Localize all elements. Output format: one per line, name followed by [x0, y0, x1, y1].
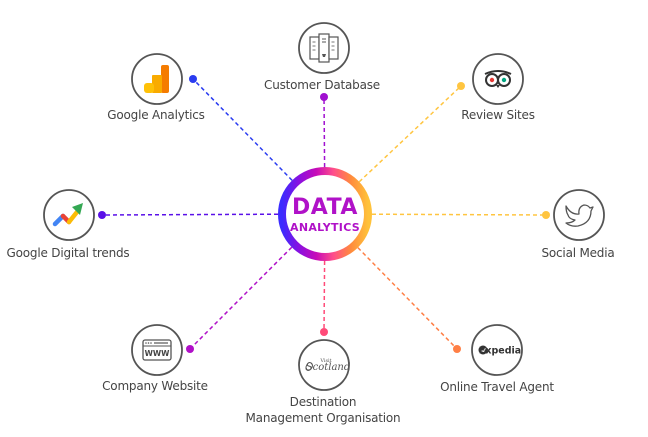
online-travel-agent-label: Online Travel Agent: [440, 379, 554, 395]
online-travel-agent-label-line: Online Travel Agent: [440, 380, 554, 394]
customer-database-label: Customer Database: [264, 77, 380, 93]
social-media-node: [553, 189, 605, 241]
customer-database-connector: [323, 96, 326, 168]
hub-title: DATA: [292, 195, 358, 220]
trend-arrow-icon: [52, 203, 83, 227]
destination-management-circle: [298, 339, 350, 391]
tripadvisor-owl-icon: [484, 70, 512, 88]
online-travel-agent-connector: [357, 247, 458, 350]
google-analytics-dot: [189, 75, 197, 83]
social-media-label: Social Media: [541, 245, 614, 261]
google-analytics-node: [131, 53, 183, 105]
online-travel-agent-node: Expedia: [471, 324, 523, 376]
social-media-connector: [371, 213, 547, 216]
online-travel-agent-circle: [471, 324, 523, 376]
hub-gradient-ring: [278, 167, 372, 261]
google-analytics-label-line: Google Analytics: [107, 108, 205, 122]
google-analytics-connector: [192, 78, 293, 181]
server-rack-icon: [309, 33, 339, 63]
customer-database-node: [298, 22, 350, 74]
google-analytics-icon: [144, 65, 169, 93]
company-website-connector: [189, 246, 293, 350]
review-sites-label-line: Review Sites: [461, 108, 535, 122]
social-media-dot: [542, 211, 550, 219]
google-digital-trends-label-line: Google Digital trends: [6, 246, 130, 260]
review-sites-connector: [358, 85, 462, 183]
company-website-node: WWW: [131, 324, 183, 376]
www-text: WWW: [145, 349, 171, 358]
scotland-text: Scotland: [306, 362, 351, 373]
google-digital-trends-connector: [101, 213, 279, 216]
customer-database-label-line: Customer Database: [264, 78, 380, 92]
destination-management-connector: [323, 260, 326, 333]
company-website-label: Company Website: [102, 378, 208, 394]
google-digital-trends-label: Google Digital trends: [7, 245, 130, 261]
google-digital-trends-circle: [43, 189, 95, 241]
company-website-dot: [186, 345, 194, 353]
review-sites-label: Review Sites: [461, 107, 535, 123]
review-sites-dot: [457, 82, 465, 90]
destination-management-label-line: Destination: [289, 395, 357, 409]
customer-database-dot: [320, 93, 328, 101]
google-digital-trends-node: [43, 189, 95, 241]
visit-text: Visit: [319, 358, 331, 364]
hub-subtitle: ANALYTICS: [290, 221, 360, 234]
data-analytics-hub: [278, 167, 372, 261]
google-analytics-label: Google Analytics: [107, 107, 205, 123]
company-website-label-line: Company Website: [102, 379, 208, 393]
twitter-bird-icon: [565, 204, 594, 227]
destination-management-dot: [320, 328, 328, 336]
online-travel-agent-dot: [453, 345, 461, 353]
expedia-logo-icon: Expedia: [478, 345, 521, 357]
connectors: [98, 75, 550, 353]
expedia-text: Expedia: [479, 346, 521, 357]
google-digital-trends-dot: [98, 211, 106, 219]
browser-www-icon: WWW: [142, 339, 172, 361]
destination-management-label-line: Management Organisation: [245, 411, 401, 425]
review-sites-node: [472, 53, 524, 105]
social-media-label-line: Social Media: [541, 246, 615, 260]
